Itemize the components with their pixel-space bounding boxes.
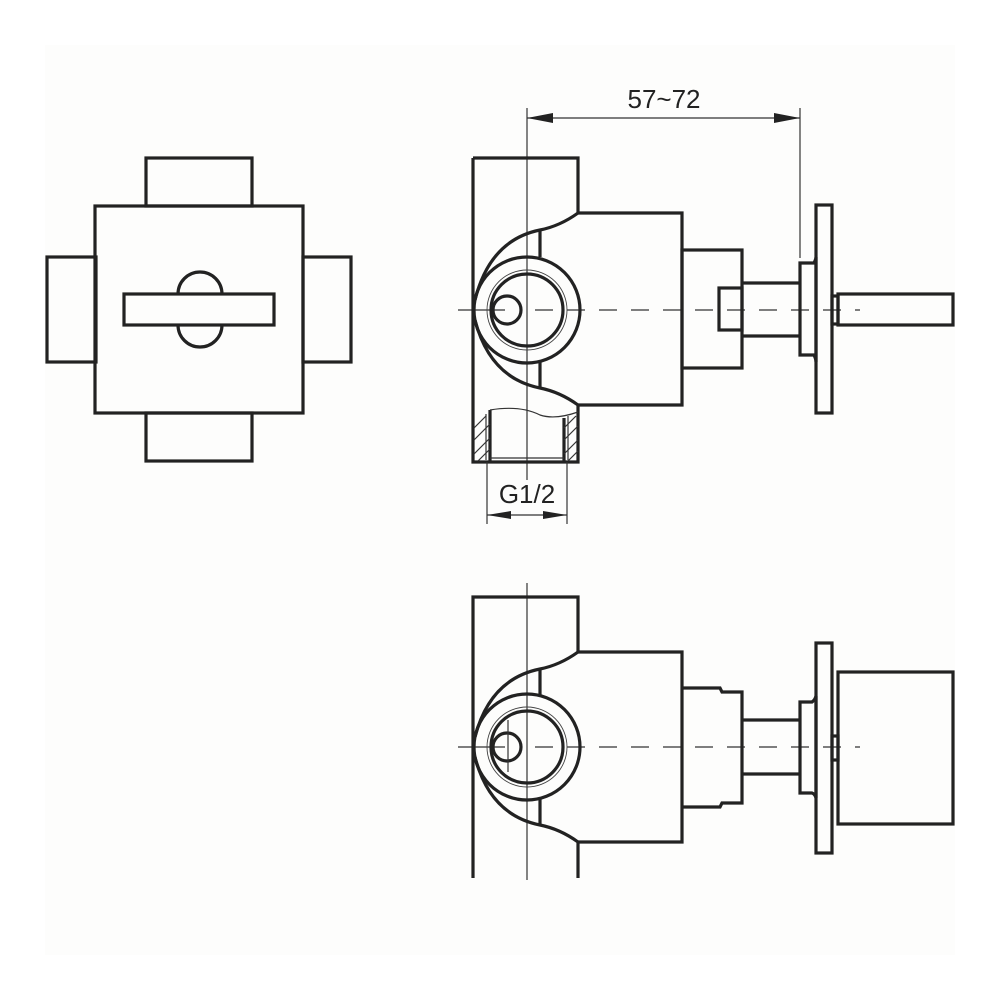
dimension-label-57-72: 57~72 — [627, 84, 700, 114]
spindle — [742, 281, 800, 338]
bottom-port-stub — [144, 411, 254, 463]
valve-housing — [578, 211, 684, 407]
hub-arc-bottom — [176, 324, 224, 349]
bonnet-2 — [682, 686, 744, 809]
dimension-handle-projection: 57~72 — [526, 84, 801, 258]
gland-nut — [717, 286, 744, 332]
valve-housing-2 — [578, 650, 684, 844]
bypass-hole — [491, 294, 523, 326]
right-port-stub — [301, 255, 353, 364]
left-port-stub — [45, 255, 98, 364]
front-view — [45, 156, 353, 463]
outlet-ring-inner — [489, 272, 565, 348]
outlet-ring-inner-2 — [489, 709, 565, 785]
escutcheon-plate — [814, 203, 834, 415]
housing-curve-bottom — [473, 319, 579, 407]
thread-hatching-right — [563, 415, 579, 462]
thread-break-line — [489, 407, 579, 418]
top-port-stub — [144, 156, 254, 208]
pipe-body-2 — [471, 595, 580, 878]
valve-body-square — [93, 204, 305, 415]
housing-curve-top — [473, 211, 579, 301]
escutcheon-plate-2 — [814, 641, 834, 855]
bonnet — [680, 248, 744, 370]
side-view-lever: 57~72 G1/2 — [458, 84, 955, 524]
bypass-hole-2 — [491, 731, 523, 763]
side-view-knob — [458, 583, 955, 880]
spindle-2 — [742, 718, 800, 776]
hub-arc-top — [176, 270, 224, 295]
lever-handle-side — [836, 292, 955, 327]
outlet-ring-outer-2 — [472, 692, 582, 802]
dimension-thread-size: G1/2 — [486, 462, 568, 524]
thread-hatching-left — [473, 414, 491, 462]
dimension-label-g1-2: G1/2 — [499, 479, 555, 509]
lever-handle — [122, 292, 276, 327]
cylindrical-knob — [836, 670, 955, 826]
outlet-ring-outer — [472, 255, 582, 365]
